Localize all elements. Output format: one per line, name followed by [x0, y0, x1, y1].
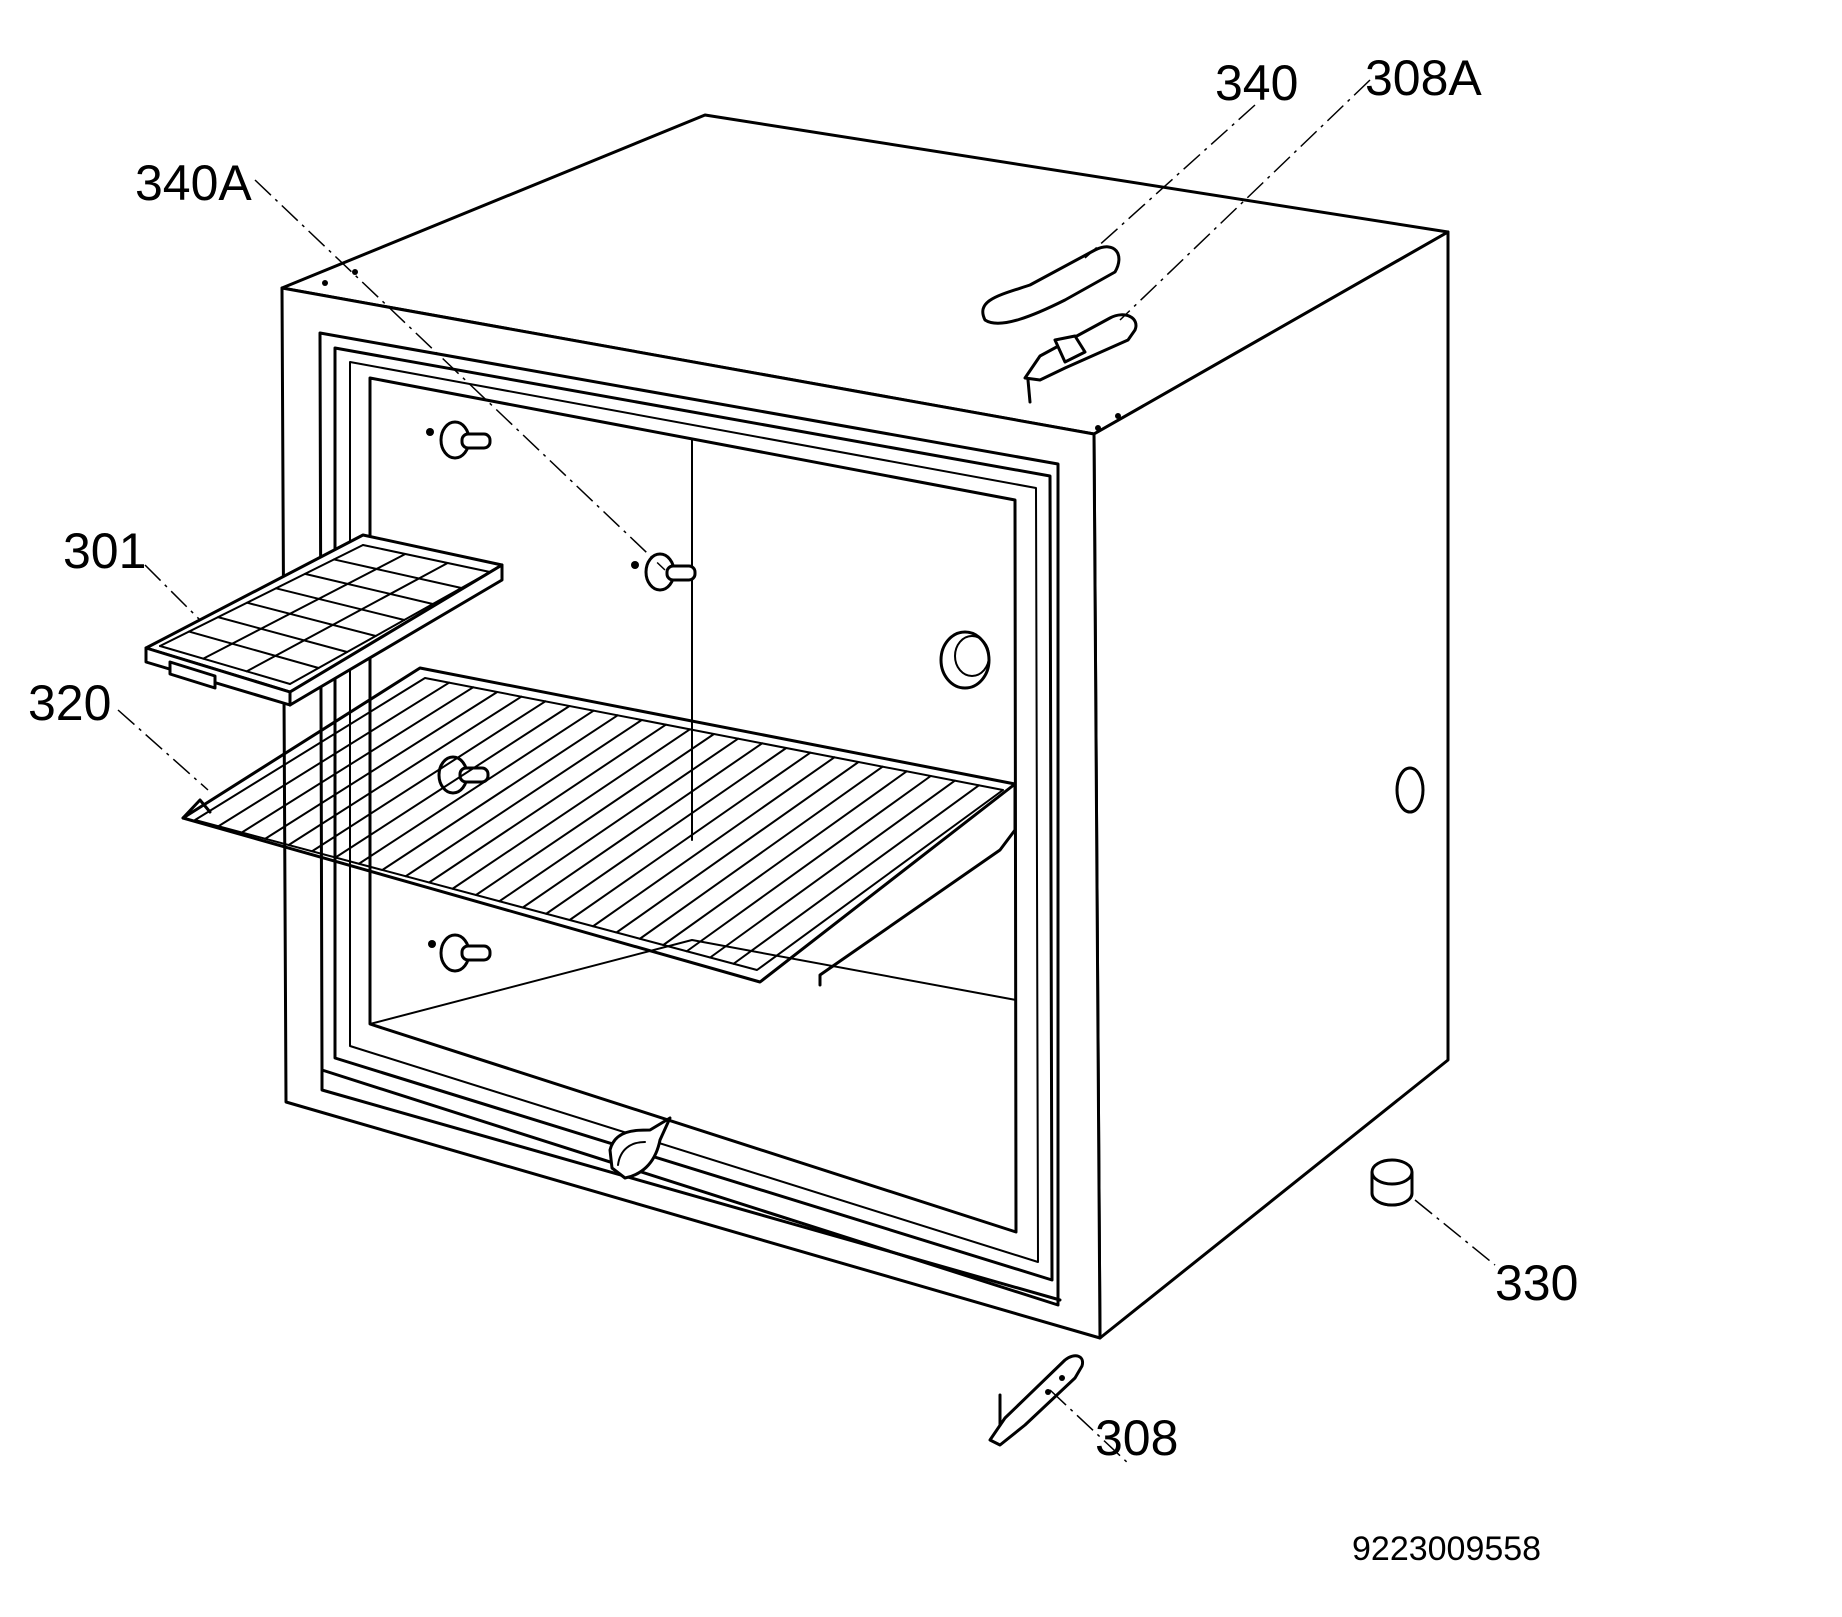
wire-rack-bars [217, 681, 980, 965]
leader-320 [117, 709, 209, 791]
door-gasket-outer [333, 346, 1054, 1282]
wire-rack-bar [475, 733, 715, 896]
wire-rack-bar [638, 765, 884, 940]
leader-308A [1119, 79, 1371, 321]
cavity-floor-line [369, 939, 1017, 1025]
leader-330 [1414, 1199, 1496, 1266]
wire-rack-bar [404, 719, 643, 878]
wire-rack-bar [615, 761, 860, 934]
ice-tray-divider [246, 601, 377, 637]
ice-tray-divider [202, 553, 407, 660]
wire-rack-bar [264, 691, 499, 840]
wire-rack-bar [428, 723, 667, 884]
leader-308 [1049, 1389, 1131, 1466]
callout-340A: 340A [135, 155, 252, 211]
callout-308: 308 [1095, 1410, 1178, 1466]
ice-tray-cells [159, 544, 491, 685]
support-pin-lower-left [428, 933, 492, 973]
leader-340 [1084, 104, 1256, 259]
ice-tray-divider [245, 562, 449, 673]
wire-rack-bar [217, 681, 451, 828]
callout-320: 320 [28, 675, 111, 731]
wire-rack-bar [240, 686, 475, 834]
callout-330: 330 [1495, 1255, 1578, 1311]
wire-rack-bar [521, 742, 764, 909]
lamp-cover [939, 630, 991, 690]
bottom-frame-strip [320, 1068, 1062, 1302]
ice-tray-divider [289, 571, 491, 685]
ice-tray-divider [159, 544, 364, 647]
wire-rack-bar [287, 695, 523, 846]
callout-340: 340 [1215, 55, 1298, 111]
hinge-upper [1023, 313, 1138, 404]
wire-rack-bar [568, 751, 812, 921]
leader-340A [254, 179, 666, 571]
wire-rack-hook-right [818, 782, 1017, 987]
ice-tray-divider [333, 558, 463, 589]
wire-rack-bar [662, 770, 908, 946]
document-number: 9223009558 [1352, 1530, 1541, 1568]
handle-part [981, 245, 1121, 325]
wire-rack-bar [334, 705, 571, 859]
ice-tray-divider [217, 616, 349, 653]
wire-rack-bar [311, 700, 547, 853]
callout-308A: 308A [1365, 50, 1482, 106]
side-hole [1395, 766, 1425, 814]
hinge-lower [988, 1354, 1085, 1447]
wire-rack-bar [592, 756, 836, 928]
ice-tray-divider [362, 544, 491, 573]
wire-rack-bar [451, 728, 691, 890]
callout-301: 301 [63, 523, 146, 579]
cabinet [280, 113, 1450, 1340]
ice-tray-divider [159, 645, 291, 685]
ice-tray-side-edge [288, 563, 504, 707]
ice-tray-divider [188, 630, 320, 669]
wire-rack-bar [709, 779, 956, 959]
wire-rack-bar [381, 714, 619, 871]
wire-rack-bar [357, 709, 595, 865]
support-pin-upper-center [631, 552, 697, 592]
foot-part [1370, 1158, 1414, 1207]
leader-lines [117, 79, 1496, 1466]
wire-rack-bar [545, 747, 788, 915]
wire-rack [181, 666, 1017, 987]
ice-tray-foot [168, 660, 217, 690]
wire-rack-hook-left [181, 798, 212, 820]
wire-rack-bar [685, 775, 932, 953]
wire-rack-bar [498, 737, 740, 903]
leader-301 [144, 564, 201, 621]
wire-rack-bar [732, 784, 980, 965]
door-gasket-inner [349, 361, 1039, 1263]
support-pin-upper-left [426, 420, 492, 460]
ice-tray [144, 533, 504, 707]
door-latch [608, 1116, 672, 1180]
ice-tray-divider [275, 587, 406, 621]
ice-tray-divider [304, 572, 434, 605]
oven-cavity-opening [368, 376, 1018, 1234]
